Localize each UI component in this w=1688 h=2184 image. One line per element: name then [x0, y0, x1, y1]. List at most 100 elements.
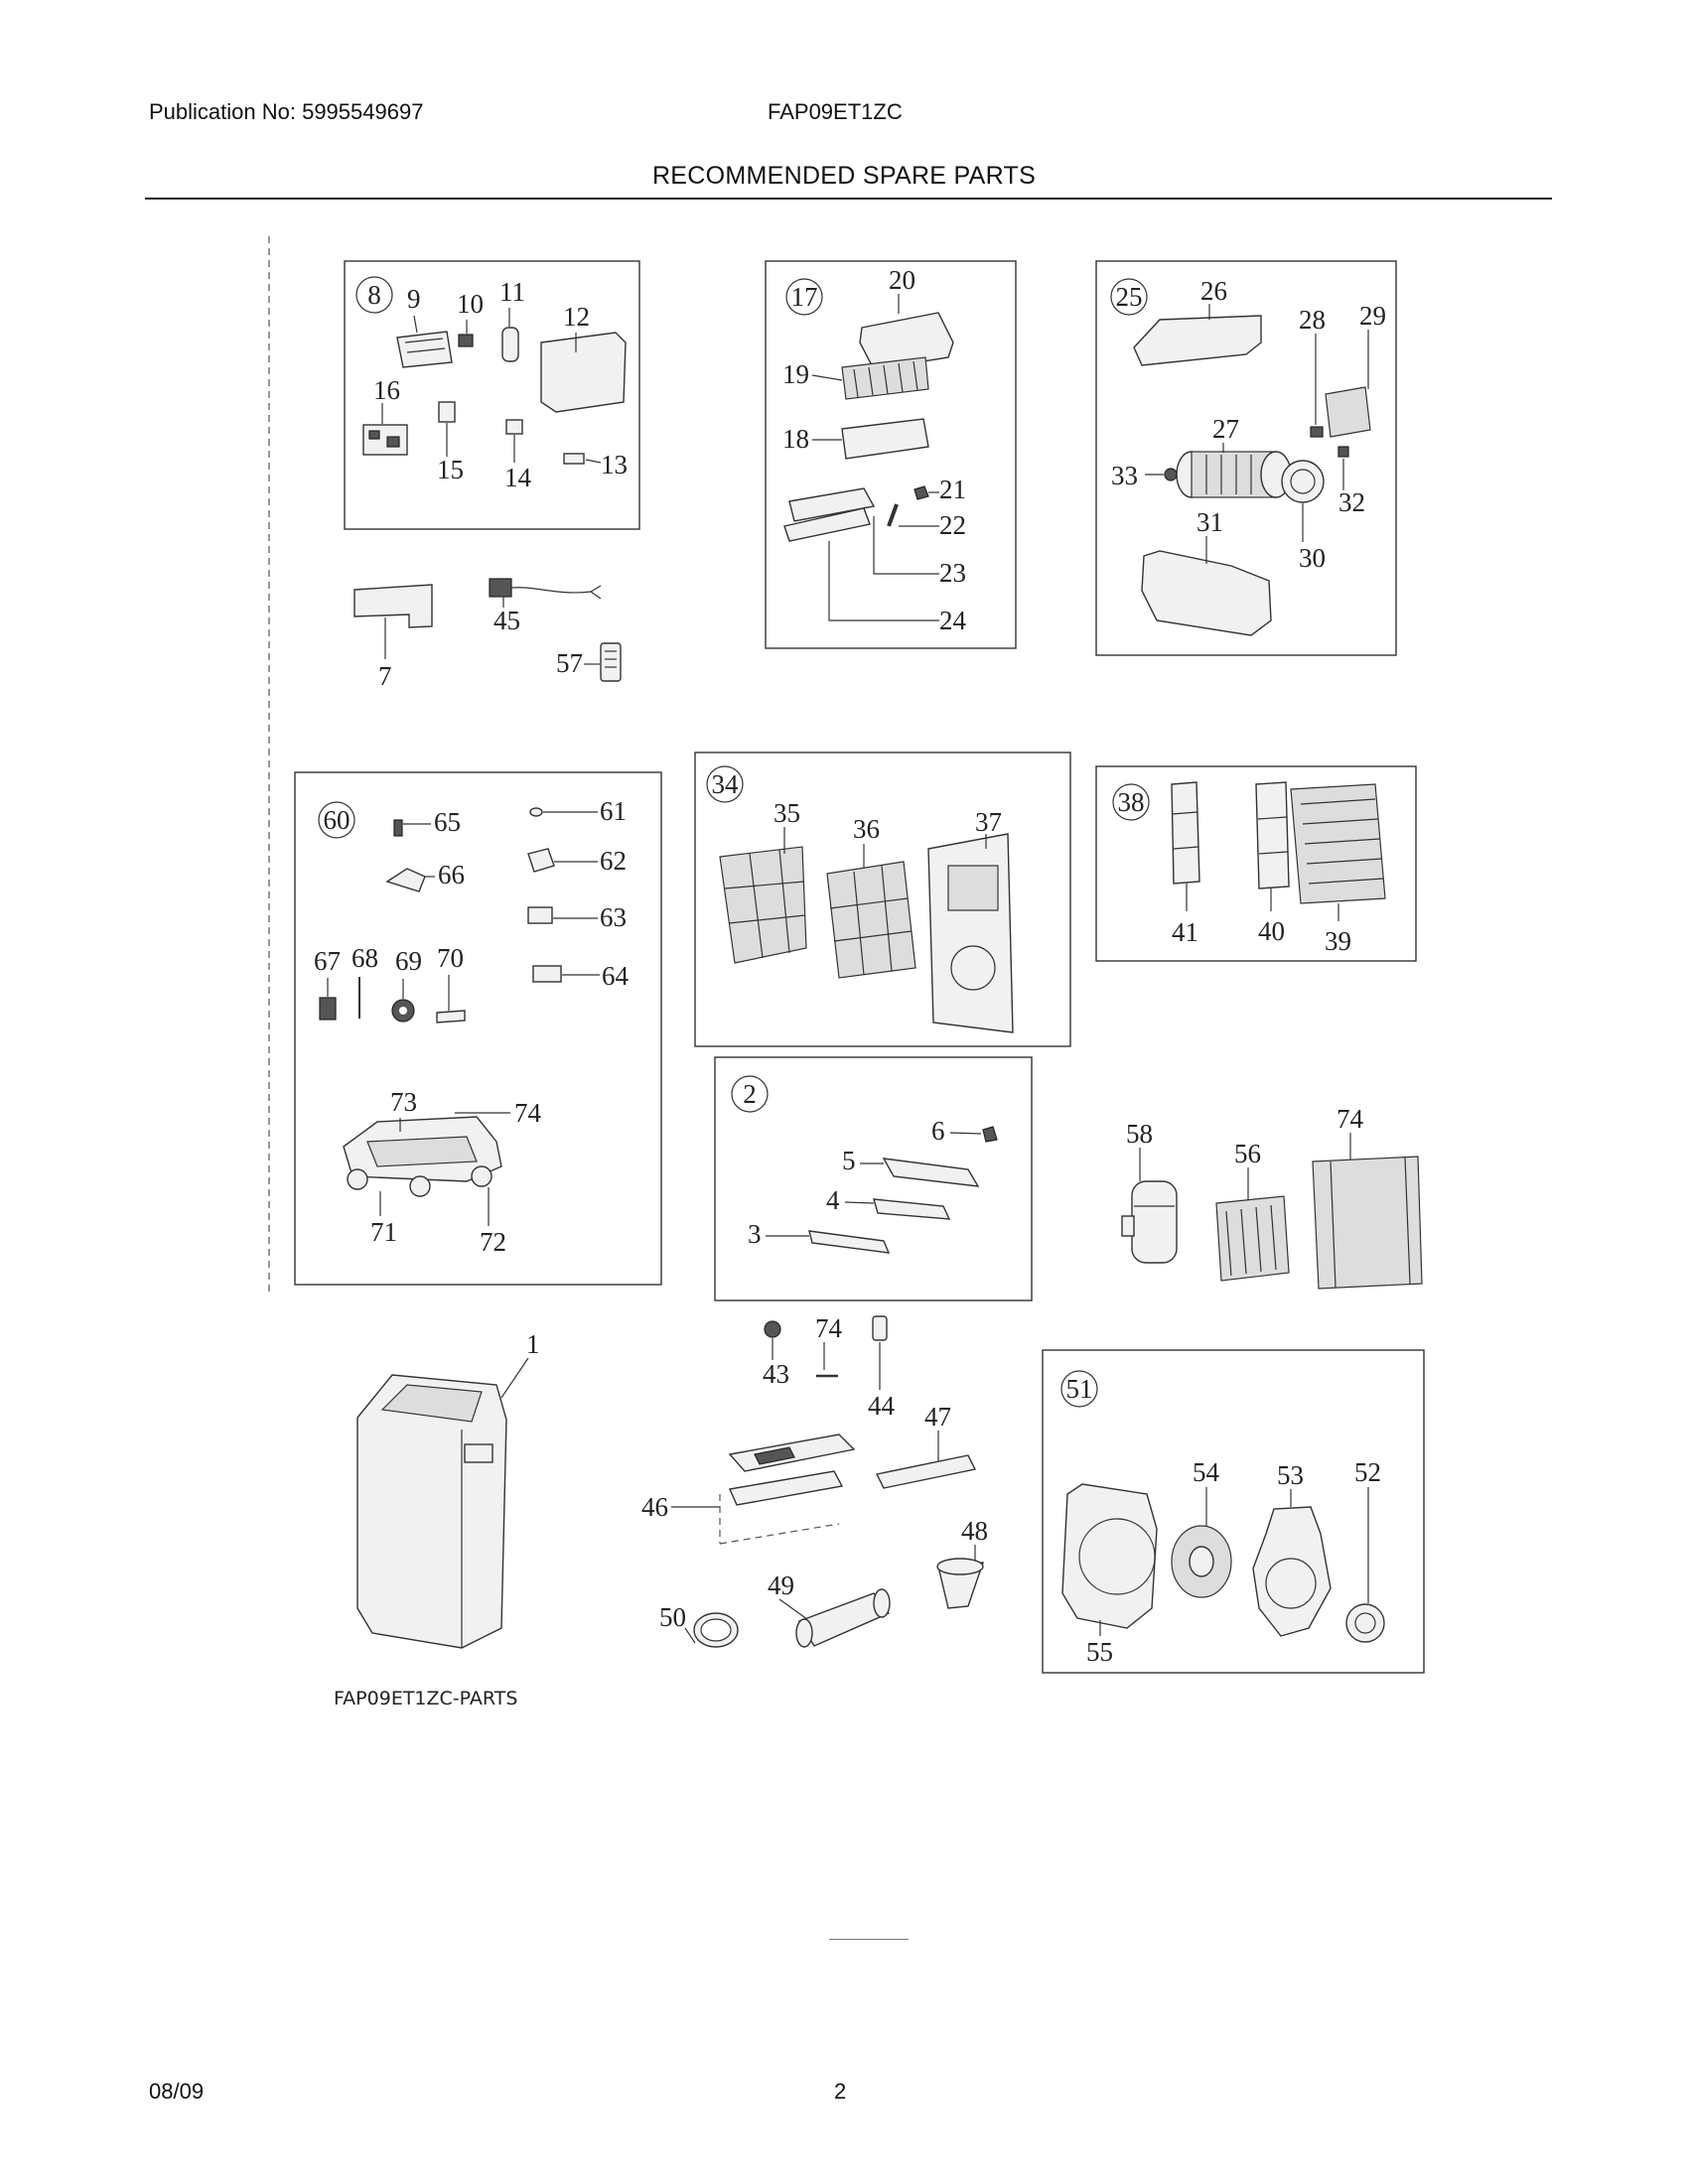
fan-shroud-part: [1061, 1483, 1158, 1629]
group-38-evaporator-assembly: 38 41 40 39: [1095, 765, 1417, 962]
part-label-41: 41: [1172, 917, 1198, 947]
part-label-1: 1: [526, 1329, 540, 1359]
diagram-caption: FAP09ET1ZC-PARTS: [334, 1688, 517, 1709]
part-label-32: 31: [1196, 507, 1223, 537]
group-label-8: 8: [367, 280, 381, 310]
part-label-5: 5: [842, 1146, 856, 1175]
header-rule: [145, 198, 1552, 200]
part-label-52: 52: [1354, 1457, 1381, 1487]
loose-part-45-power-cord: 45: [489, 578, 602, 635]
loose-part-58-compressor: 58: [1121, 1119, 1178, 1264]
part-label-57: 57: [556, 648, 583, 678]
part-label-6: 6: [931, 1116, 945, 1146]
switch-part: [438, 401, 456, 423]
bracket-part: [385, 868, 426, 892]
louver-blade-lower: [783, 507, 871, 542]
control-board-part: [362, 424, 408, 456]
part-label-33: 33: [1111, 461, 1138, 490]
part-label-13: 13: [601, 450, 628, 479]
group-17-louver-assembly: 17 20 19 18 21 22 23 24: [765, 260, 1017, 649]
part-label-55: 55: [1086, 1637, 1113, 1667]
side-plate-a-part: [1171, 781, 1200, 885]
part-label-16: 16: [373, 375, 400, 405]
filter-b-part: [826, 861, 916, 979]
group-label-60: 60: [324, 805, 351, 835]
display-board-part: [396, 315, 453, 368]
part-label-46: 46: [641, 1492, 668, 1522]
heater-plate-a-part: [882, 1158, 980, 1187]
part-label-19: 19: [782, 359, 809, 389]
loose-part-50-hose-connector: 50: [659, 1602, 739, 1648]
part-label-71: 71: [370, 1217, 397, 1247]
part-label-22: 22: [939, 510, 966, 540]
model-number: FAP09ET1ZC: [768, 99, 903, 124]
part-label-39: 39: [1325, 926, 1351, 956]
part-label-45: 45: [493, 606, 520, 635]
part-label-67: 67: [314, 946, 341, 976]
heater-plate-b-part: [873, 1198, 951, 1220]
water-level-switch-part: [319, 997, 337, 1021]
part-label-58: 58: [1126, 1119, 1153, 1149]
terminal-part: [505, 419, 523, 435]
capacitor-part: [501, 327, 519, 362]
heater-plate-c-part: [808, 1230, 891, 1254]
fan-bracket-part: [1337, 446, 1349, 458]
part-label-70: 70: [437, 943, 464, 973]
loose-part-7: 7: [353, 584, 433, 691]
part-label-73: 73: [390, 1087, 417, 1117]
part-label-7: 7: [378, 661, 392, 691]
part-label-56: 56: [1234, 1139, 1261, 1168]
page-number: 2: [834, 2079, 847, 2104]
loose-part-57-remote: 57: [556, 642, 622, 682]
footer-date: 08/09: [149, 2079, 205, 2104]
electric-box-part: [540, 332, 627, 413]
loose-part-44-clip: 44: [868, 1315, 896, 1421]
fan-clip-part: [1310, 426, 1324, 438]
part-label-29: 29: [1359, 301, 1386, 331]
part-label-37: 37: [975, 807, 1002, 837]
part-label-74b: 74: [815, 1313, 843, 1343]
louver-frame-part: [859, 312, 954, 370]
side-plate-b-part: [1255, 781, 1290, 889]
part-label-49: 49: [768, 1570, 794, 1600]
loose-part-43-grommet: 43: [763, 1320, 789, 1389]
part-label-65: 65: [434, 807, 461, 837]
blower-wheel-part: [1176, 451, 1292, 498]
drain-valve-part: [527, 848, 555, 873]
part-label-21: 21: [939, 475, 966, 504]
drain-pump-part: [532, 965, 562, 983]
part-label-23: 23: [939, 558, 966, 588]
loose-part-46-foam-pads: 46: [641, 1433, 856, 1545]
part-label-72: 72: [480, 1227, 506, 1257]
part-label-63: 63: [600, 902, 627, 932]
group-51-condenser-fan-assembly: 51 54 53 52 55: [1042, 1349, 1425, 1674]
part-label-59: 74: [1336, 1104, 1364, 1134]
part-label-28: 28: [1299, 305, 1326, 335]
sensor-part: [458, 334, 474, 347]
part-label-53: 53: [1277, 1460, 1304, 1490]
part-label-62: 62: [600, 846, 627, 876]
part-label-69: 69: [395, 946, 422, 976]
group-25-fan-assembly: 25 26 28 29 27 33 32 31 30: [1095, 260, 1397, 656]
group-60-base-assembly: 60 65 61 62 66 63 67 68 69 70 64 73 74 7…: [294, 771, 662, 1286]
fan-housing-bottom-part: [1141, 550, 1272, 636]
center-divider: [829, 1939, 909, 1940]
louver-blade-upper: [788, 487, 876, 522]
part-label-12: 12: [563, 302, 590, 332]
part-label-40: 40: [1258, 916, 1285, 946]
group-8-control-box: 8 9 10 11 12 13 14 15 16: [344, 260, 640, 530]
part-label-35: 35: [774, 798, 800, 828]
fan-housing-top-part: [1133, 315, 1262, 366]
part-label-15: 15: [437, 455, 464, 484]
part-label-4: 4: [826, 1185, 840, 1215]
loose-part-74-screw: 74: [815, 1313, 843, 1378]
part-label-61: 61: [600, 796, 627, 826]
part-label-10: 10: [457, 289, 484, 319]
part-label-27: 27: [1212, 414, 1239, 444]
condenser-motor-part: [1345, 1603, 1385, 1643]
rear-panel-part: [927, 833, 1014, 1033]
part-label-24: 24: [939, 606, 967, 635]
part-label-31: 30: [1299, 543, 1326, 573]
group-label-34: 34: [712, 769, 740, 799]
